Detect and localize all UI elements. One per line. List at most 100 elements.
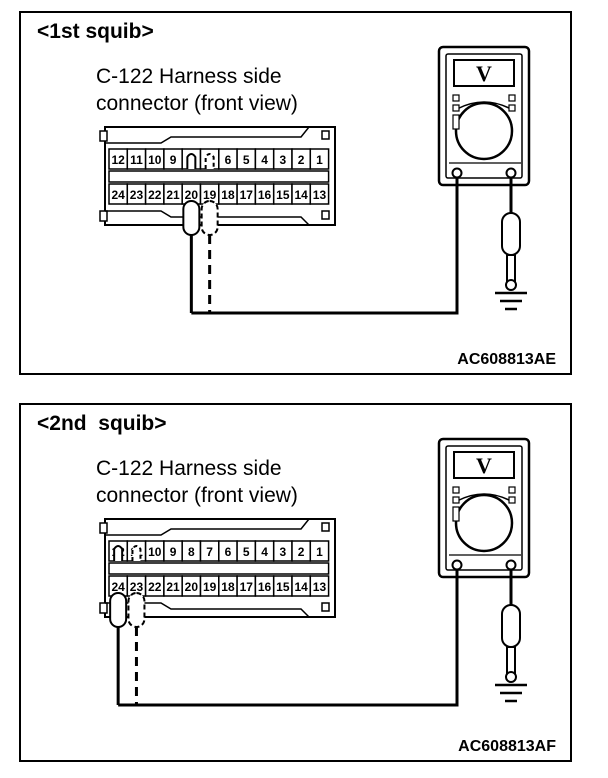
- terminal-number: 9: [170, 545, 177, 559]
- meter-display: [453, 59, 515, 87]
- caption-line-1: C-122 Harness side: [96, 65, 282, 88]
- connector-latch: [321, 130, 330, 140]
- terminal-number: 4: [261, 153, 268, 167]
- probe-needle: [204, 153, 215, 169]
- terminal-cavity: [309, 540, 330, 562]
- meter-inner-frame: [445, 53, 523, 179]
- meter-jack-com: [451, 559, 463, 571]
- terminal-number: 22: [148, 188, 162, 202]
- terminal-number: 18: [221, 580, 235, 594]
- probe-needle: [113, 545, 124, 561]
- terminal-number: 9: [170, 153, 177, 167]
- ground-probe-shaft: [506, 646, 516, 674]
- probe-solid: [182, 153, 201, 313]
- meter-inner-frame: [445, 445, 523, 571]
- terminal-number: 20: [185, 580, 199, 594]
- terminal-number: 1: [316, 545, 323, 559]
- terminal-number: 20: [185, 188, 199, 202]
- voltmeter: V: [437, 437, 531, 579]
- meter-switch: [508, 94, 516, 102]
- probe-handle: [200, 200, 219, 236]
- meter-display-symbol: V: [476, 453, 492, 478]
- common-wire: [191, 178, 459, 315]
- connector-caption: C-122 Harness side connector (front view): [96, 63, 298, 117]
- ground-probe-shaft: [506, 254, 516, 282]
- meter-switch: [452, 114, 460, 130]
- probe-needle: [186, 153, 197, 169]
- panel-title: <2nd squib>: [37, 412, 167, 435]
- ground-probe-handle: [501, 604, 521, 648]
- connector-c122: 121110987654321242322212019181716151413: [99, 518, 336, 618]
- meter-switch: [452, 506, 460, 522]
- terminal-number: 5: [243, 153, 250, 167]
- terminal-number: 12: [111, 153, 125, 167]
- meter-dial: [454, 493, 514, 553]
- caption-line-2: connector (front view): [96, 92, 298, 115]
- meter-jack-v: [505, 559, 517, 571]
- connector-rail: [108, 170, 330, 183]
- connector-latch: [321, 522, 330, 532]
- probe-handle: [182, 200, 201, 236]
- connector-latch: [99, 130, 108, 142]
- probe-solid: [109, 545, 128, 705]
- meter-switch: [452, 496, 460, 504]
- probe-handle: [127, 592, 146, 628]
- connector-rail: [108, 562, 330, 575]
- caption-line-2: connector (front view): [96, 484, 298, 507]
- terminal-number: 19: [203, 580, 217, 594]
- terminal-number: 6: [225, 545, 232, 559]
- probe-needle: [131, 545, 142, 561]
- terminal-number: 2: [298, 545, 305, 559]
- terminal-number: 2: [298, 153, 305, 167]
- connector-contour: [105, 518, 310, 536]
- squib-1-diagram: 121110987654321242322212019181716151413V: [99, 45, 531, 315]
- terminal-cavity: [309, 575, 330, 597]
- meter-switch: [508, 496, 516, 504]
- meter-switch: [508, 104, 516, 112]
- meter-switch: [452, 486, 460, 494]
- meter-switch: [452, 104, 460, 112]
- terminal-row-top: 121110987654321: [108, 540, 330, 562]
- terminal-number: 4: [261, 545, 268, 559]
- panel-title: <1st squib>: [37, 20, 154, 43]
- meter-dial: [454, 101, 514, 161]
- terminal-number: 10: [148, 545, 162, 559]
- ground-probe-tip: [505, 279, 517, 291]
- terminal-number: 18: [221, 188, 235, 202]
- squib-2-panel: 121110987654321242322212019181716151413V…: [19, 403, 572, 762]
- squib-2-diagram: 121110987654321242322212019181716151413V: [99, 437, 531, 707]
- caption-line-1: C-122 Harness side: [96, 457, 282, 480]
- terminal-number: 24: [111, 188, 125, 202]
- meter-display-symbol: V: [476, 61, 492, 86]
- connector-contour: [105, 126, 310, 144]
- connector-contour: [105, 210, 310, 226]
- connector-latch: [321, 602, 330, 612]
- terminal-number: 15: [276, 580, 290, 594]
- figure-id: AC608813AF: [458, 738, 556, 755]
- probe-dashed: [127, 545, 146, 705]
- terminal-number: 14: [294, 188, 308, 202]
- probe-dashed: [200, 153, 219, 313]
- terminal-number: 11: [130, 153, 143, 167]
- terminal-cavity: [309, 183, 330, 205]
- terminal-number: 5: [243, 545, 250, 559]
- terminal-number: 3: [280, 545, 287, 559]
- terminal-number: 23: [130, 188, 144, 202]
- connector-latch: [321, 210, 330, 220]
- terminal-number: 16: [258, 580, 272, 594]
- terminal-number: 19: [203, 188, 217, 202]
- terminal-number: 13: [313, 580, 327, 594]
- terminal-number: 15: [276, 188, 290, 202]
- ground-icon: [495, 683, 527, 703]
- terminal-number: 22: [148, 580, 162, 594]
- meter-jack-v: [505, 167, 517, 179]
- connector-latch: [99, 522, 108, 534]
- meter-switch: [452, 94, 460, 102]
- terminal-number: 10: [148, 153, 162, 167]
- terminal-number: 3: [280, 153, 287, 167]
- ground-probe-handle: [501, 212, 521, 256]
- voltmeter: V: [437, 45, 531, 187]
- terminal-row-top: 121110987654321: [108, 148, 330, 170]
- terminal-number: 24: [111, 580, 125, 594]
